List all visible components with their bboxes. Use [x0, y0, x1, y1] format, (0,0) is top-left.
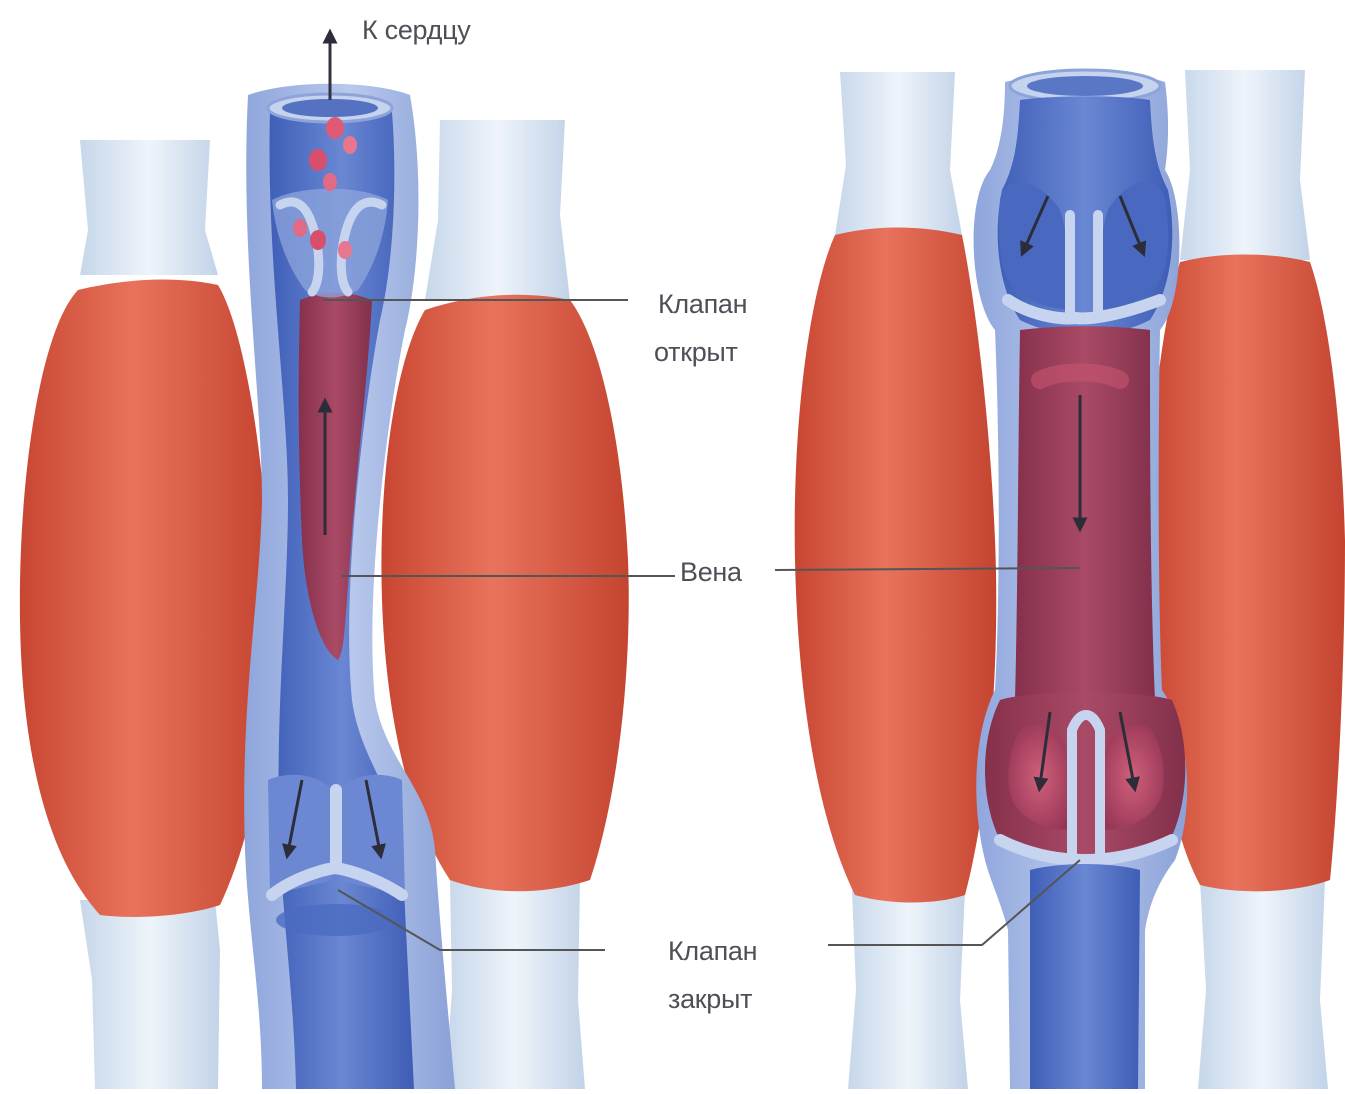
label-vein: Вена: [680, 550, 742, 594]
right-panel-inner-muscle: [795, 72, 997, 1089]
label-to-heart: К сердцу: [362, 8, 470, 52]
left-panel-outer-muscle: [20, 140, 271, 1089]
label-valve-open-line1: Клапан: [658, 282, 747, 326]
label-valve-closed-line1: Клапан: [668, 929, 757, 973]
label-valve-open-line2: открыт: [654, 330, 738, 374]
right-panel-vein: [974, 70, 1188, 1089]
label-valve-closed-line2: закрыт: [668, 977, 752, 1021]
